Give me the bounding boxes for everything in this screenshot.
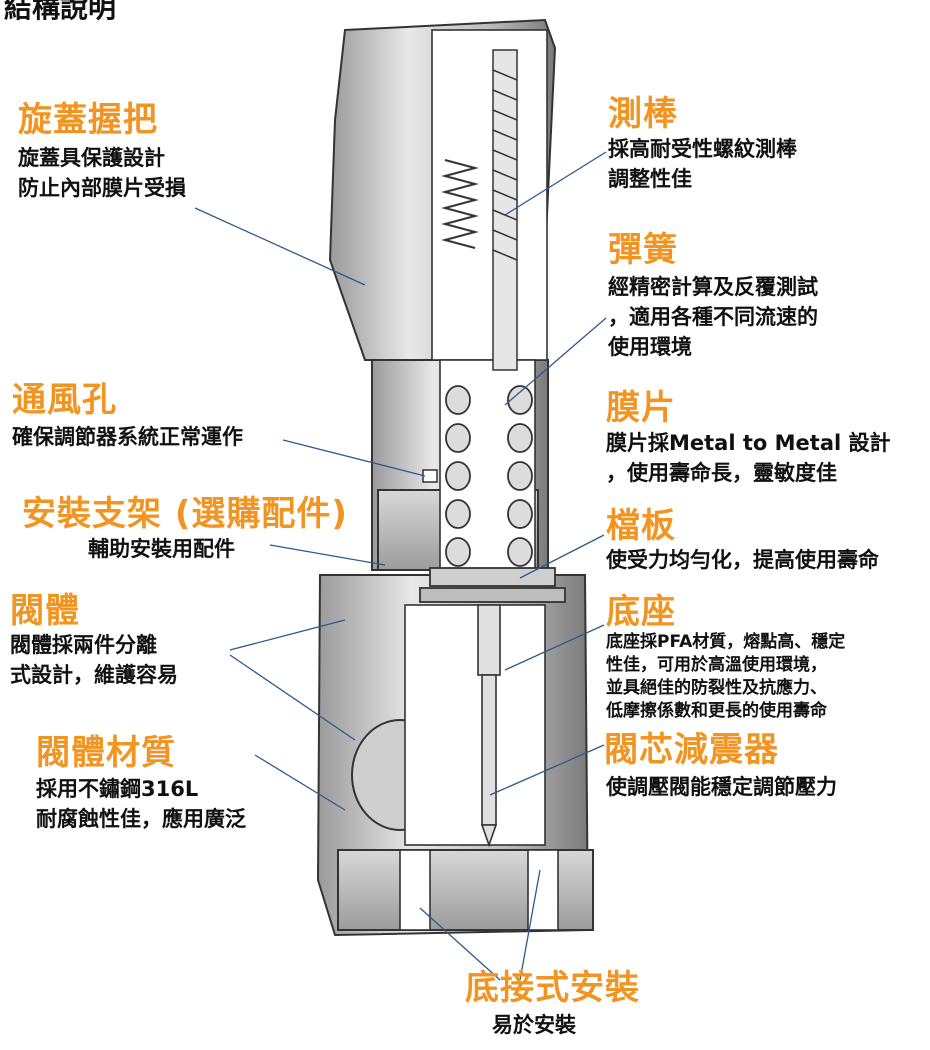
baffle-desc: 使受力均勻化，提高使用壽命 (606, 545, 879, 575)
page-title: 結構說明 (4, 0, 117, 24)
seat-desc-line: 低摩擦係數和更長的使用壽命 (606, 701, 827, 721)
damper-stem (477, 604, 501, 848)
leader-handle (194, 207, 366, 286)
small-spring (441, 159, 479, 249)
leader-mount-a (419, 907, 501, 981)
seat-title: 底座 (606, 592, 676, 632)
leader-damper (489, 744, 605, 796)
seat-desc-line: 底座採PFA材質，熔點高、穩定 (606, 632, 846, 652)
baffle-plate (429, 567, 556, 587)
handle-desc-line: 旋蓋具保護設計 (18, 146, 165, 170)
bottom-port-left (399, 849, 431, 931)
leader-rod (504, 151, 607, 216)
spring-desc-line: ，適用各種不同流速的 (608, 305, 818, 329)
leader-baffle (519, 534, 605, 579)
damper-title: 閥芯減震器 (604, 730, 779, 770)
handle-title: 旋蓋握把 (18, 100, 158, 140)
diaphragm (419, 587, 566, 603)
vent-title: 通風孔 (12, 380, 117, 420)
mount-title: 底接式安裝 (465, 968, 640, 1008)
body-desc-line: 閥體採兩件分離 (10, 633, 157, 657)
damper-desc: 使調壓閥能穩定調節壓力 (606, 772, 837, 802)
main-spring (445, 385, 533, 567)
seat-desc: 底座採PFA材質，熔點高、穩定 性佳，可用於高溫使用環境， 並具絕佳的防裂性及抗… (606, 631, 845, 723)
diaphragm-desc: 膜片採Metal to Metal 設計 ，使用壽命長，靈敏度佳 (606, 428, 891, 488)
handle-desc-line: 防止內部膜片受損 (18, 176, 186, 200)
bracket-desc-line: 輔助安裝用配件 (88, 537, 235, 561)
rod-desc-line: 採高耐受性螺紋測棒 (608, 137, 797, 161)
seat-desc-line: 性佳，可用於高溫使用環境， (606, 655, 827, 675)
diaphragm-desc-line: 膜片採Metal to Metal 設計 (606, 431, 891, 455)
leader-bracket (269, 544, 386, 566)
mount-desc-line: 易於安裝 (492, 1013, 576, 1037)
spring-desc: 經精密計算及反覆測試 ，適用各種不同流速的 使用環境 (608, 272, 818, 362)
vent-desc-line: 確保調節器系統正常運作 (12, 425, 243, 449)
material-desc: 採用不鏽鋼316L 耐腐蝕性佳，應用廣泛 (36, 774, 246, 834)
material-desc-line: 耐腐蝕性佳，應用廣泛 (36, 807, 246, 831)
mount-desc: 易於安裝 (492, 1010, 576, 1040)
body-title: 閥體 (10, 591, 80, 631)
diaphragm-desc-line: ，使用壽命長，靈敏度佳 (606, 461, 837, 485)
rod-desc-line: 調整性佳 (608, 167, 692, 191)
leader-body-b (229, 654, 356, 741)
material-desc-line: 採用不鏽鋼316L (36, 777, 199, 801)
handle-cavity (431, 29, 548, 361)
leader-mount-b (519, 869, 541, 981)
body-cavity (404, 604, 546, 846)
rod-title: 測棒 (608, 94, 678, 134)
baffle-title: 檔板 (606, 506, 676, 546)
spring-desc-line: 經精密計算及反覆測試 (608, 275, 818, 299)
leader-vent (282, 439, 426, 477)
leader-material (254, 754, 346, 811)
damper-desc-line: 使調壓閥能穩定調節壓力 (606, 775, 837, 799)
bracket-title: 安裝支架 (選購配件) (22, 494, 348, 534)
baffle-desc-line: 使受力均勻化，提高使用壽命 (606, 548, 879, 572)
rod-desc: 採高耐受性螺紋測棒 調整性佳 (608, 134, 797, 194)
bracket-desc: 輔助安裝用配件 (88, 534, 235, 564)
seat-desc-line: 並具絕佳的防裂性及抗應力、 (606, 678, 827, 698)
spring-title: 彈簧 (608, 230, 678, 270)
diaphragm-title: 膜片 (606, 388, 676, 428)
body-desc: 閥體採兩件分離 式設計，維護容易 (10, 630, 178, 690)
bottom-port-right (527, 849, 559, 931)
leader-seat (504, 624, 605, 671)
body-desc-line: 式設計，維護容易 (10, 663, 178, 687)
material-title: 閥體材質 (36, 733, 176, 773)
threaded-rod (492, 49, 518, 371)
leader-spring (504, 317, 607, 406)
vent-desc: 確保調節器系統正常運作 (12, 422, 243, 452)
vent-hole (422, 469, 438, 483)
spring-desc-line: 使用環境 (608, 335, 692, 359)
handle-desc: 旋蓋具保護設計 防止內部膜片受損 (18, 143, 186, 203)
leader-body-a (229, 619, 346, 651)
